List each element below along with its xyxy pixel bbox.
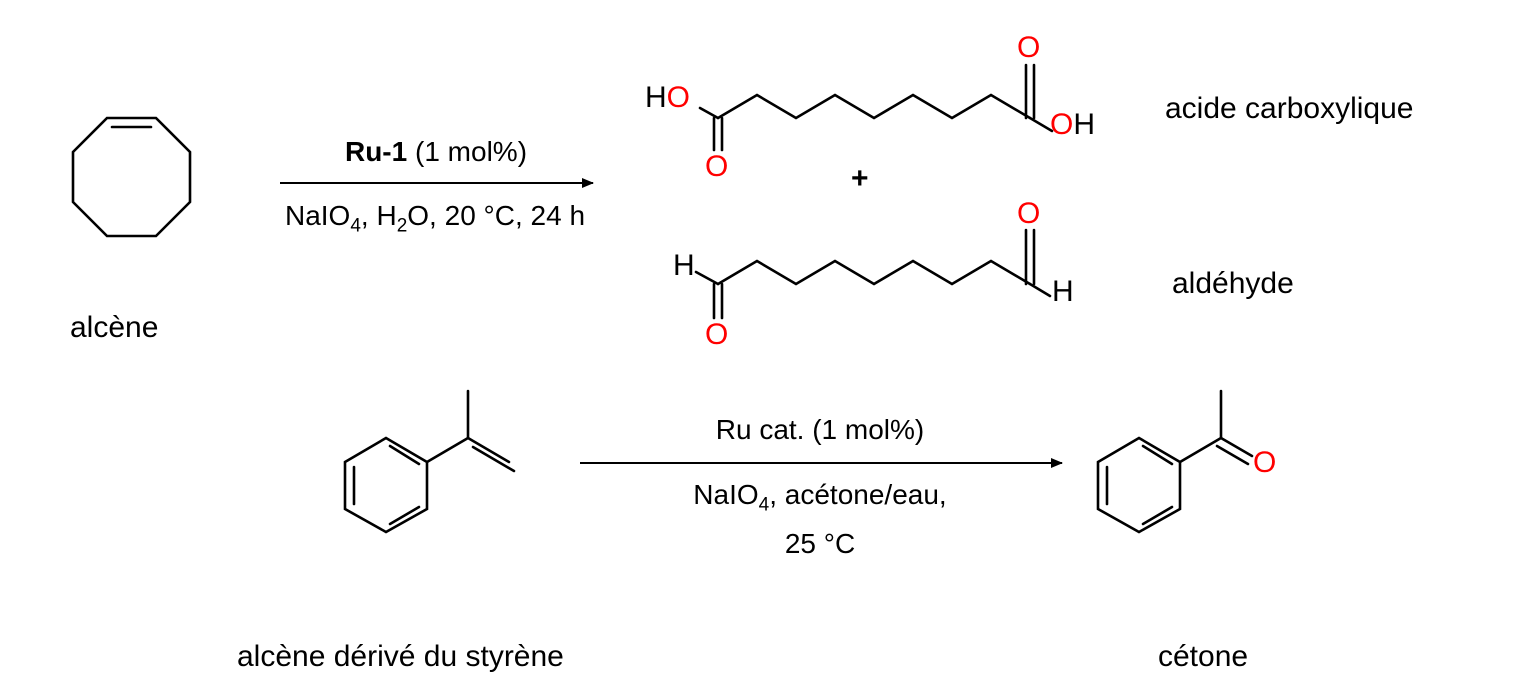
atom-HO: HO — [645, 81, 691, 114]
subscript-4: 4 — [350, 215, 361, 237]
conditions-solvent: , acétone/eau, — [769, 479, 947, 510]
reagent-catalyst-name: Ru-1 — [344, 136, 408, 167]
cyclooctene-structure — [71, 116, 192, 238]
conditions-h: , H — [360, 200, 397, 231]
acetophenone-structure — [1096, 389, 1254, 534]
subscript-2: 2 — [396, 215, 408, 237]
atom-O-acid-right: O — [1017, 31, 1041, 64]
dicarboxylic-acid-structure — [698, 63, 1054, 152]
reaction1-reagent: Ru-1 (1 mol%) — [296, 136, 576, 168]
conditions-naio: NaIO — [284, 200, 351, 231]
dialdehyde-structure — [694, 228, 1052, 320]
reaction2-conditions: NaIO4, acétone/eau, — [620, 479, 1020, 517]
product-label-aldehyde: aldéhyde — [1172, 267, 1294, 300]
atom-O-red: O — [666, 81, 691, 114]
product-label-ketone: cétone — [1158, 640, 1249, 673]
conditions-naio-2: NaIO — [693, 479, 759, 510]
subscript-4-2: 4 — [758, 494, 770, 516]
reagent-loading: (1 mol%) — [407, 136, 528, 167]
atom-O-aldehyde-left: O — [705, 318, 729, 351]
reaction1-conditions: NaIO4, H2O, 20 °C, 24 h — [240, 200, 630, 238]
atom-H-aldehyde-left: H — [673, 249, 695, 282]
product-label-carboxylic-acid: acide carboxylique — [1165, 92, 1414, 125]
substrate-label-styrene: alcène dérivé du styrène — [237, 640, 564, 673]
substrate-label-alkene: alcène — [70, 311, 159, 344]
atom-O-aldehyde-right: O — [1017, 197, 1041, 230]
atom-O-red-2: O — [1050, 108, 1074, 141]
atom-OH: OH — [1050, 108, 1096, 141]
alpha-methylstyrene-structure — [343, 389, 516, 534]
atom-O-ketone: O — [1253, 446, 1277, 479]
reaction2-reagent: Ru cat. (1 mol%) — [715, 414, 925, 445]
conditions-rest: O, 20 °C, 24 h — [407, 200, 586, 231]
atom-H-aldehyde-right: H — [1052, 275, 1074, 308]
atom-O-acid-left: O — [705, 150, 729, 183]
reaction2-temperature: 25 °C — [784, 528, 856, 559]
plus-sign: + — [851, 162, 869, 195]
